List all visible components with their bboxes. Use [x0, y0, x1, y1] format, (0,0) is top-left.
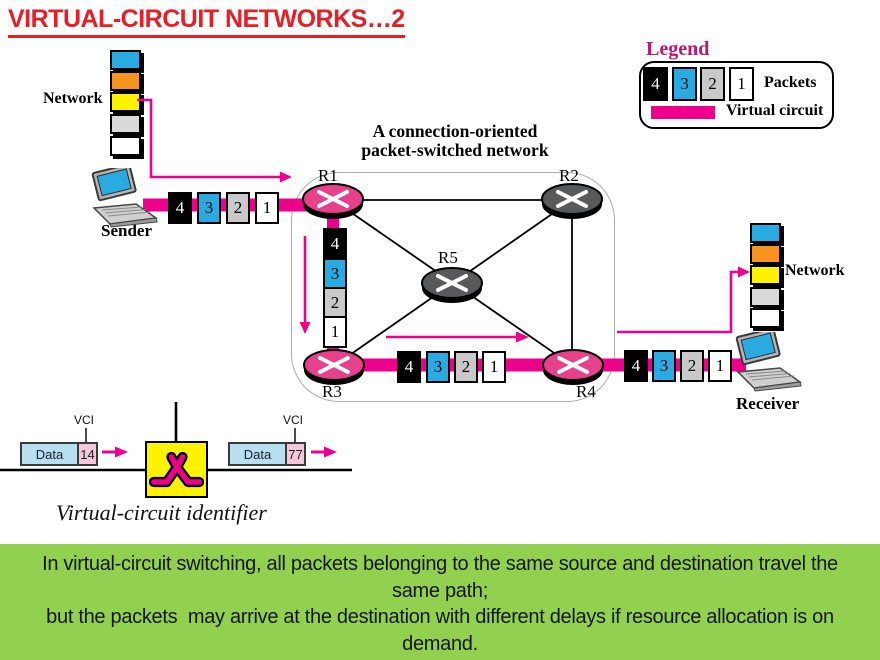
packet-box: 2: [454, 351, 478, 383]
vci-right-value-box: 77: [285, 442, 306, 466]
left-stack-layer-white: [110, 136, 141, 156]
router-r3-label: R3: [322, 382, 342, 401]
packet-box: 4: [168, 192, 192, 224]
right-stack-layer-white: [750, 308, 781, 328]
cloud-caption-line1: A connection-oriented: [372, 121, 538, 141]
packet-box: 4: [323, 228, 347, 260]
router-r1-label: R1: [318, 166, 338, 185]
packet-box: 1: [255, 192, 279, 224]
packet-box: 3: [426, 351, 450, 383]
right-network-arrowhead: [738, 266, 750, 278]
network-cloud: [291, 172, 615, 402]
router-r5: [421, 267, 483, 303]
packet-box: 3: [197, 192, 221, 224]
vci-left-label: VCI: [74, 413, 95, 427]
banner-line: demand.: [402, 632, 478, 655]
router-r2-label: R2: [559, 166, 579, 185]
right-stack-layer-blue: [750, 223, 781, 243]
router-r5-label: R5: [438, 248, 458, 267]
left-network-arrowhead: [280, 171, 292, 183]
packet-box: 2: [226, 192, 250, 224]
cloud-caption-line2: packet-switched network: [361, 140, 549, 160]
vci-switch-box: [145, 441, 208, 498]
left-network-label: Network: [43, 90, 103, 107]
sender-laptop-icon: [91, 168, 159, 228]
vci-caption: Virtual-circuit identifier: [56, 500, 267, 525]
right-network-label: Network: [785, 262, 845, 279]
packet-box: 1: [323, 316, 347, 348]
receiver-label: Receiver: [736, 394, 800, 413]
left-stack-layer-gray: [110, 114, 141, 134]
packet-box: 2: [680, 350, 704, 382]
legend-packets-label: Packets: [764, 74, 817, 91]
vci-left-data-box: Data: [20, 442, 79, 466]
packet-box: 3: [652, 350, 676, 382]
left-stack-layer-orange: [110, 71, 141, 91]
vci-right-data-box: Data: [228, 442, 287, 466]
banner-line: In virtual-circuit switching, all packet…: [42, 553, 838, 575]
banner-line: same path;: [392, 579, 488, 602]
legend-heading: Legend: [646, 38, 710, 60]
legend-packet-3: 3: [672, 67, 697, 101]
summary-banner: In virtual-circuit switching, all packet…: [0, 544, 880, 660]
router-r4-label: R4: [576, 382, 596, 401]
left-stack-layer-network: [110, 92, 141, 112]
right-stack-layer-orange: [750, 244, 781, 264]
packet-box: 4: [624, 350, 648, 382]
legend-virtual-circuit-swatch: [651, 106, 715, 119]
vci-right-arrowhead: [324, 446, 337, 458]
switch-icon: [149, 451, 204, 488]
right-stack-layer-gray: [750, 287, 781, 307]
legend-packet-4: 4: [643, 67, 668, 101]
packet-box: 4: [397, 351, 421, 383]
legend-packet-2: 2: [700, 67, 725, 101]
router-r4: [542, 349, 604, 385]
right-stack-layer-network: [750, 265, 781, 285]
left-stack-layer-blue: [110, 50, 141, 70]
page-title: VIRTUAL-CIRCUIT NETWORKS…2: [8, 5, 405, 38]
banner-line: but the packets may arrive at the destin…: [46, 606, 834, 628]
packet-box: 3: [323, 258, 347, 290]
packet-box: 2: [323, 287, 347, 319]
legend-packet-1: 1: [729, 67, 754, 101]
vci-left-value-box: 14: [77, 442, 98, 466]
packet-box: 1: [482, 351, 506, 383]
vci-right-label: VCI: [283, 413, 304, 427]
legend-box: [639, 61, 834, 129]
vci-left-arrowhead: [115, 446, 128, 458]
right-network-arrow: [617, 270, 739, 334]
left-network-arrow: [137, 98, 281, 179]
packet-box: 1: [708, 350, 732, 382]
receiver-laptop-icon: [735, 332, 803, 392]
legend-virtual-circuit-label: Virtual circuit: [726, 102, 824, 119]
